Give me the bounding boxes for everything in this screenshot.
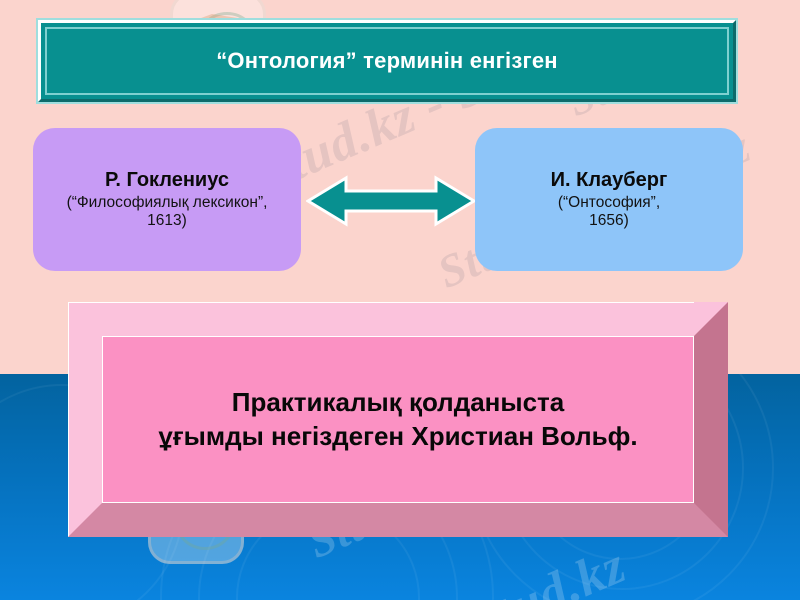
person-work-clauberg: (“Онтософия”, 1656) xyxy=(557,193,661,229)
person-card-gockel: Р. Гоклениус (“Философиялық лексикон”, 1… xyxy=(33,128,301,271)
panel-face: Практикалық қолданыста ұғымды негіздеген… xyxy=(102,336,694,503)
conclusion-text: Практикалық қолданыста ұғымды негіздеген… xyxy=(158,386,638,451)
panel-bevel-bottom xyxy=(68,503,728,537)
person-work-gockel: (“Философиялық лексикон”, 1613) xyxy=(66,193,268,229)
person-name-gockel: Р. Гоклениус xyxy=(105,168,229,191)
title-banner: “Онтология” терминін енгізген xyxy=(38,20,736,102)
panel-bevel-right xyxy=(694,302,728,537)
person-card-clauberg: И. Клауберг (“Онтософия”, 1656) xyxy=(475,128,743,271)
conclusion-panel: Практикалық қолданыста ұғымды негіздеген… xyxy=(68,302,728,537)
page-title: “Онтология” терминін енгізген xyxy=(216,48,558,73)
person-name-clauberg: И. Клауберг xyxy=(550,168,668,191)
double-headed-arrow-icon xyxy=(306,175,476,227)
